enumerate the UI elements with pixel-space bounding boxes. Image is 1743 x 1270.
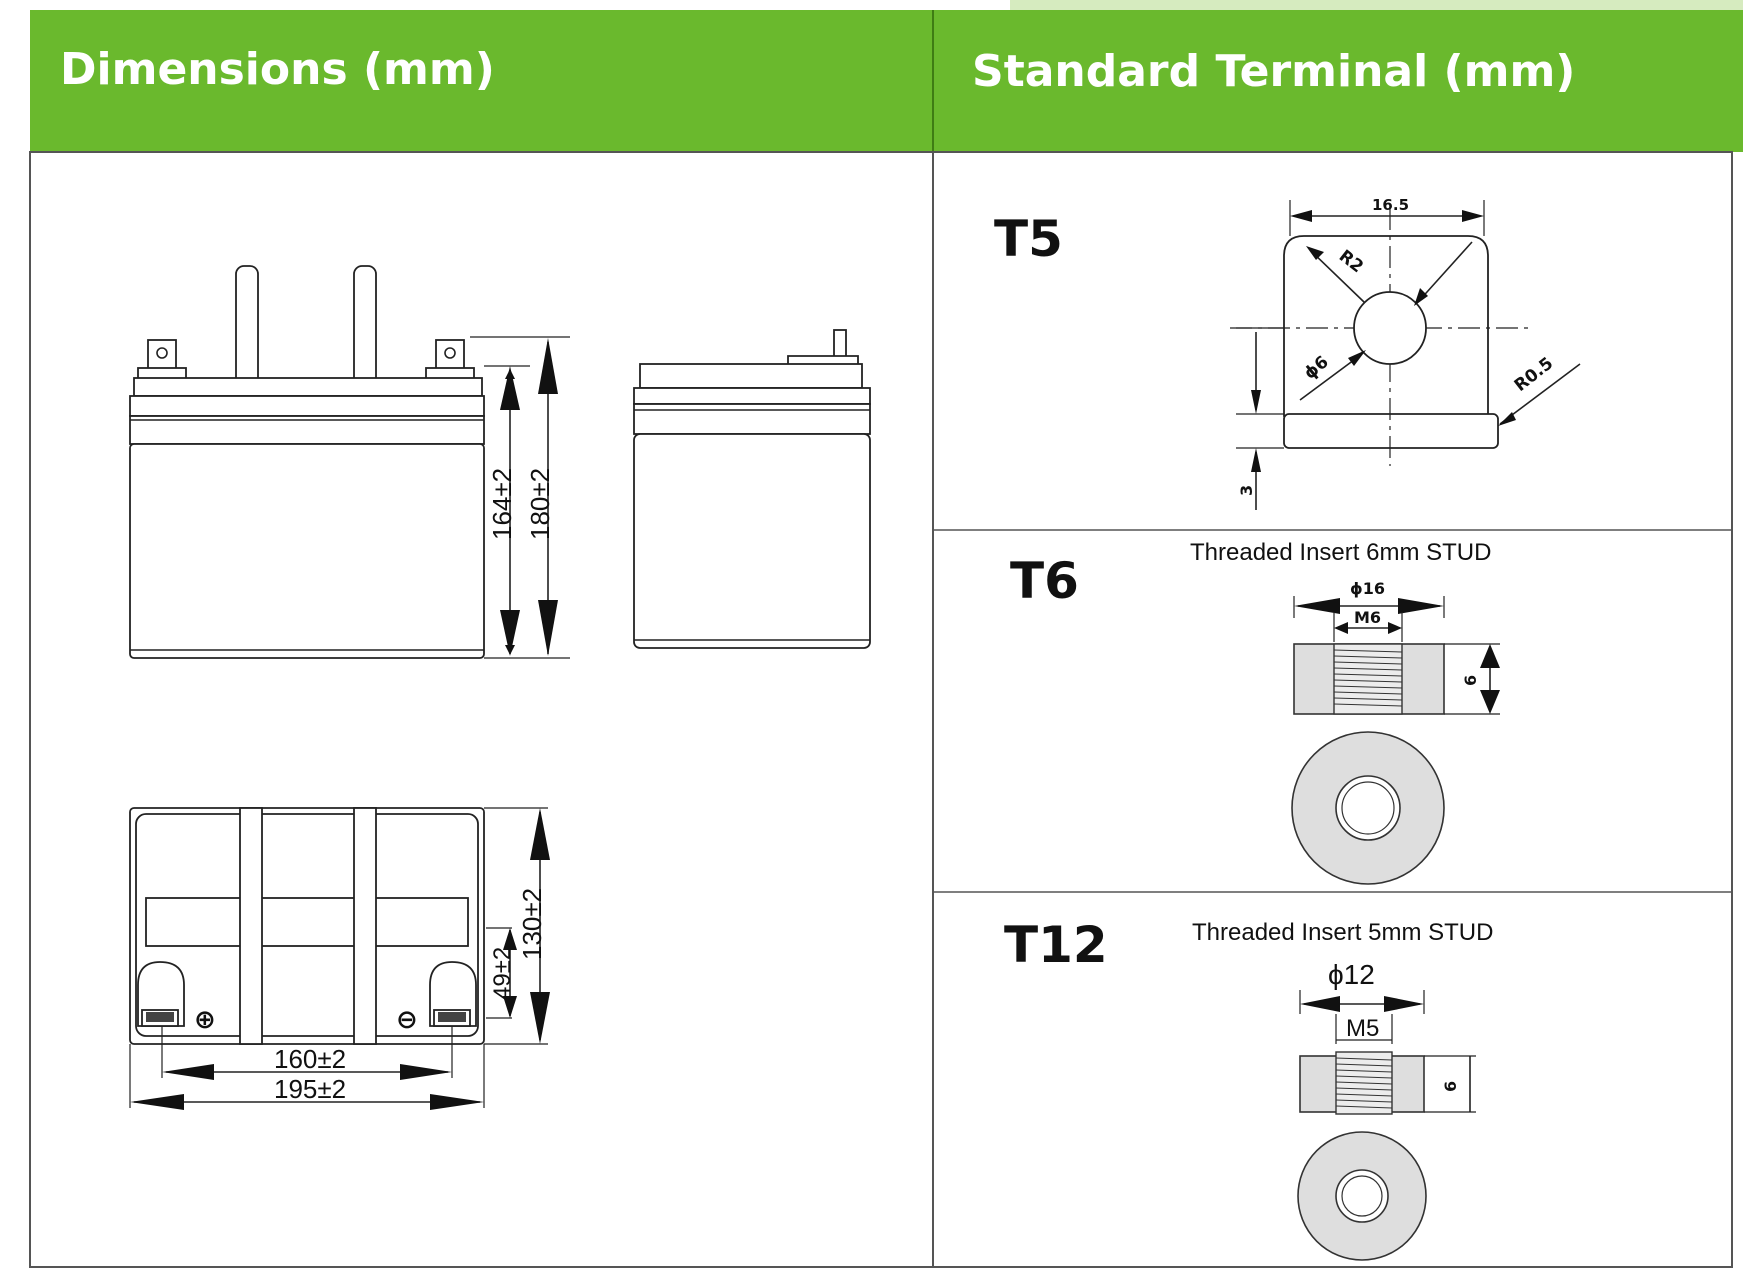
t12-caption: Threaded Insert 5mm STUD (1192, 919, 1493, 946)
t6-caption: Threaded Insert 6mm STUD (1190, 539, 1491, 566)
dim-terminal-offset: 49±2 (489, 947, 516, 1000)
negative-terminal-symbol: ⊖ (396, 1005, 418, 1035)
header-bar (30, 10, 1743, 152)
dim-total-height: 180±2 (525, 468, 555, 540)
t6-height: 6 (1461, 675, 1480, 686)
t6-thread-lines (1333, 649, 1403, 707)
battery-front-view: 164±2 180±2 (129, 265, 570, 659)
standard-terminal-title: Standard Terminal (mm) (972, 46, 1575, 97)
t5-width: 16.5 (1372, 196, 1409, 214)
terminal-code-t6: T6 (1010, 552, 1079, 610)
t12-thread: M5 (1346, 1015, 1379, 1042)
t12-outer: ϕ12 (1328, 959, 1375, 990)
t5-edge-radius: R0.5 (1511, 354, 1557, 396)
battery-top-view: ⊕ ⊖ 130±2 49±2 160±2 195±2 (129, 807, 550, 1110)
dim-length: 195±2 (274, 1074, 346, 1104)
positive-terminal-symbol: ⊕ (194, 1005, 216, 1035)
terminal-t12: T12 Threaded Insert 5mm STUD ϕ12 M5 (1004, 916, 1493, 1261)
dimensions-title: Dimensions (mm) (60, 44, 495, 95)
dim-terminal-spacing: 160±2 (274, 1044, 346, 1074)
t5-thickness: 3 (1237, 485, 1256, 496)
t6-outer: ϕ16 (1350, 579, 1385, 598)
header-top-accent (1010, 0, 1743, 10)
battery-side-view (633, 329, 871, 649)
dim-width: 130±2 (517, 888, 547, 960)
terminal-t6: T6 Threaded Insert 6mm STUD ϕ16 M6 (1010, 539, 1500, 885)
t12-thread-lines (1335, 1057, 1393, 1109)
dim-height-cover: 164±2 (487, 468, 517, 540)
terminal-t5: T5 16.5 R2 ϕ6 R0.5 (994, 196, 1581, 510)
t12-height: 6 (1441, 1081, 1460, 1092)
t6-thread: M6 (1354, 608, 1381, 627)
terminal-code-t12: T12 (1004, 916, 1108, 974)
content-frame (29, 151, 1733, 1268)
terminal-code-t5: T5 (994, 210, 1063, 268)
